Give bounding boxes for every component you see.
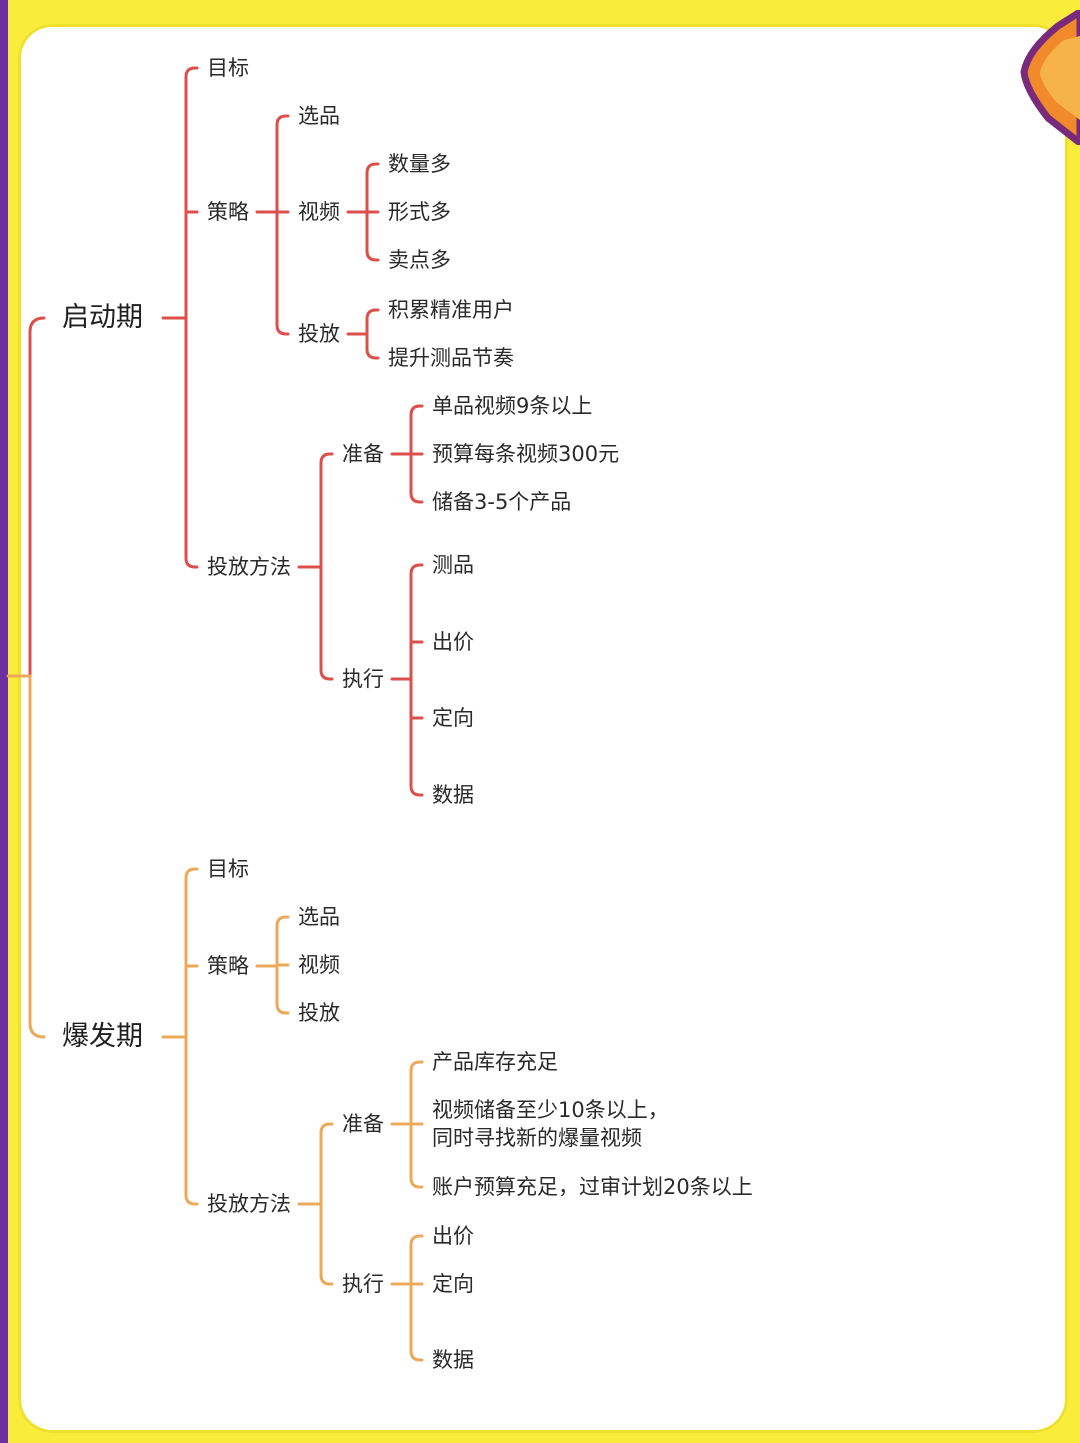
left-edge-strip bbox=[0, 0, 8, 1443]
root-spine bbox=[28, 674, 46, 1039]
connector-bracket bbox=[409, 1234, 422, 1362]
node-label: 数据 bbox=[432, 783, 474, 807]
node-label: 选品 bbox=[298, 104, 340, 128]
node-label: 卖点多 bbox=[388, 248, 451, 272]
connector-bracket bbox=[365, 308, 378, 360]
node-label: 数量多 bbox=[388, 152, 451, 176]
node-label: 策略 bbox=[207, 954, 249, 978]
node-label: 预算每条视频300元 bbox=[432, 442, 620, 466]
node-label: 准备 bbox=[342, 1112, 384, 1136]
phase-label: 爆发期 bbox=[62, 1021, 143, 1052]
node-label: 积累精准用户 bbox=[388, 298, 514, 322]
node-label: 投放 bbox=[298, 1001, 340, 1025]
node-label: 视频储备至少10条以上， 同时寻找新的爆量视频 bbox=[432, 1098, 669, 1150]
node-label: 定向 bbox=[432, 1272, 474, 1296]
node-label: 提升测品节奏 bbox=[388, 346, 514, 370]
node-label: 执行 bbox=[342, 667, 384, 691]
node-label: 视频 bbox=[298, 200, 340, 224]
node-label: 执行 bbox=[342, 1272, 384, 1296]
node-label: 投放方法 bbox=[207, 1192, 291, 1216]
connector-bracket bbox=[275, 114, 288, 336]
node-label: 形式多 bbox=[388, 200, 451, 224]
node-label: 目标 bbox=[207, 857, 249, 881]
phase-label: 启动期 bbox=[62, 302, 143, 333]
connector-bracket bbox=[409, 563, 422, 797]
connector-bracket bbox=[184, 867, 197, 1206]
node-label: 出价 bbox=[432, 630, 474, 654]
node-label: 账户预算充足，过审计划20条以上 bbox=[432, 1175, 753, 1199]
node-label: 目标 bbox=[207, 56, 249, 80]
node-label: 准备 bbox=[342, 442, 384, 466]
node-label: 策略 bbox=[207, 200, 249, 224]
node-label: 投放 bbox=[298, 322, 340, 346]
node-label: 产品库存充足 bbox=[432, 1050, 558, 1074]
node-label: 视频 bbox=[298, 953, 340, 977]
node-label: 出价 bbox=[432, 1224, 474, 1248]
node-label: 数据 bbox=[432, 1348, 474, 1372]
node-label: 定向 bbox=[432, 706, 474, 730]
connector-bracket bbox=[184, 66, 197, 569]
mindmap-card bbox=[18, 24, 1068, 1433]
node-label: 投放方法 bbox=[207, 555, 291, 579]
node-label: 储备3-5个产品 bbox=[432, 490, 572, 514]
root-spine bbox=[28, 316, 46, 678]
connector-bracket bbox=[319, 452, 332, 681]
connector-bracket bbox=[319, 1122, 332, 1286]
node-label: 测品 bbox=[432, 553, 474, 577]
node-label: 单品视频9条以上 bbox=[432, 394, 593, 418]
corner-badge-icon bbox=[1020, 10, 1080, 145]
node-label: 选品 bbox=[298, 905, 340, 929]
